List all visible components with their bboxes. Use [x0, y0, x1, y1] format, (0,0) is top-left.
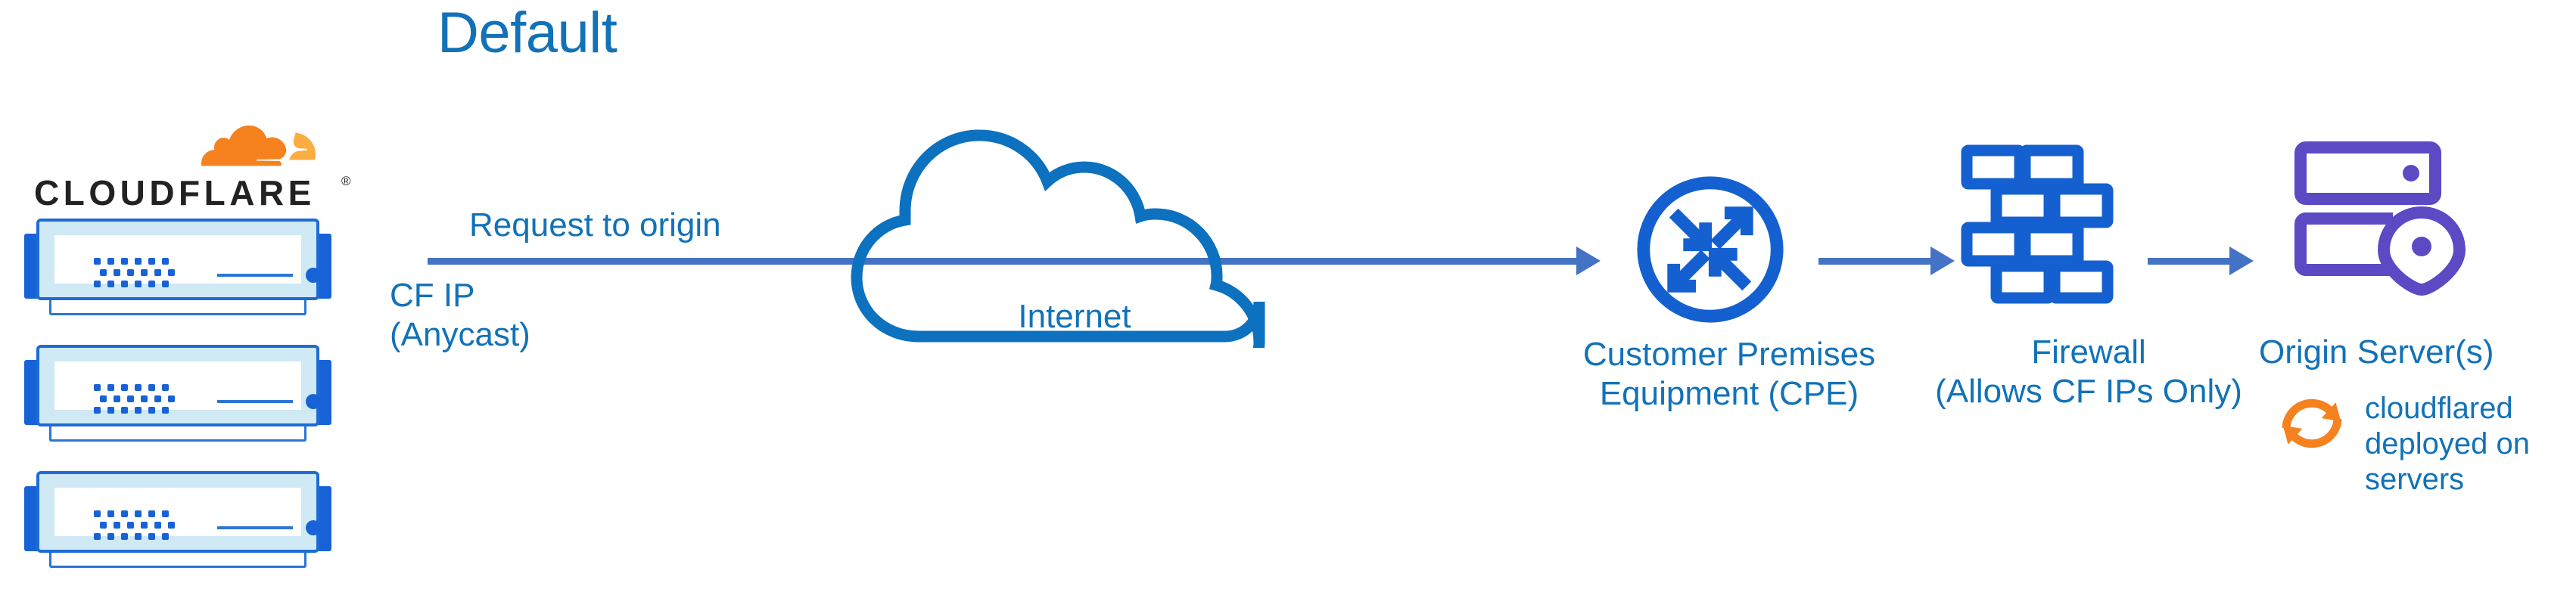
server-port-dot	[114, 269, 120, 276]
server-body	[36, 471, 321, 553]
cpe-label: Customer Premises Equipment (CPE)	[1582, 336, 1876, 412]
server-base-icon	[49, 551, 306, 568]
server-port-dot	[94, 384, 101, 391]
server-port-dot	[107, 407, 114, 414]
server-port-dot	[94, 258, 101, 265]
cloud-icon	[851, 129, 1265, 348]
server-port-dot	[94, 510, 101, 517]
server-port-dot	[114, 522, 120, 529]
server-port-dot	[154, 522, 161, 529]
server-port-dot	[148, 407, 155, 414]
server-port-dot	[168, 522, 175, 529]
server-port-dot	[148, 533, 155, 540]
server-port-dot	[135, 510, 142, 517]
server-status-line-icon	[217, 400, 293, 403]
server-face	[54, 361, 321, 414]
server-port-dot	[107, 533, 114, 540]
server-port-dot	[100, 269, 107, 276]
internet-label: Internet	[1018, 298, 1131, 335]
server-led-icon	[306, 394, 321, 409]
server-port-dot	[94, 533, 101, 540]
firewall-label: Firewall (Allows CF IPs Only)	[1935, 333, 2242, 410]
server-base-icon	[49, 299, 306, 315]
sync-refresh-icon	[2282, 398, 2342, 448]
server-port-dot	[121, 281, 128, 287]
origin-server-pin-icon	[2294, 141, 2466, 296]
connector-cpe-to-firewall-arrowhead	[1930, 247, 1955, 275]
server-face	[54, 488, 321, 540]
server-led-icon	[306, 520, 321, 535]
server-port-dots-icon	[94, 258, 192, 294]
server-face	[54, 235, 321, 287]
server-port-dots-icon	[94, 510, 192, 547]
server-port-dot	[94, 281, 101, 287]
server-port-dot	[135, 533, 142, 540]
server-port-dot	[107, 384, 114, 391]
server-port-dot	[114, 395, 120, 402]
cloudflare-logo: CLOUDFLARE ®	[34, 104, 352, 219]
server-port-dot	[121, 510, 128, 517]
server-port-dot	[121, 407, 128, 414]
server-port-dot	[162, 533, 169, 540]
server-port-dot	[148, 384, 155, 391]
server-port-dot	[121, 258, 128, 265]
server-port-dot	[127, 522, 134, 529]
server-port-dot	[100, 395, 107, 402]
server-stack-icon	[15, 467, 341, 572]
server-port-dot	[148, 510, 155, 517]
origin-server-label: Origin Server(s)	[2259, 333, 2494, 371]
server-status-line-icon	[217, 274, 293, 277]
server-base-icon	[49, 425, 306, 442]
server-status-line-icon	[217, 526, 293, 529]
server-port-dot	[154, 395, 161, 402]
server-led-icon	[306, 268, 321, 283]
server-port-dot	[127, 269, 134, 276]
connector-edge-to-cpe-arrowhead	[1576, 247, 1601, 275]
server-port-dot	[148, 281, 155, 287]
server-port-dot	[135, 384, 142, 391]
server-port-dot	[94, 407, 101, 414]
router-icon	[1637, 176, 1784, 323]
server-port-dot	[141, 269, 148, 276]
server-port-dot	[162, 384, 169, 391]
cloudflare-cloud-mark-icon	[201, 125, 316, 166]
page-title: Default	[437, 1, 618, 65]
server-port-dot	[141, 522, 148, 529]
registered-trademark-mark: ®	[341, 174, 351, 188]
server-port-dot	[162, 258, 169, 265]
cf-ip-anycast-label: CF IP (Anycast)	[390, 277, 530, 353]
brick-wall-icon	[1961, 144, 2114, 304]
connector-firewall-to-origin-arrowhead	[2229, 247, 2254, 275]
server-port-dot	[107, 258, 114, 265]
server-body	[36, 345, 321, 426]
server-port-dot	[135, 281, 142, 287]
cloudflared-deployed-label: cloudflared deployed on servers	[2365, 392, 2530, 497]
server-port-dot	[107, 281, 114, 287]
server-port-dot	[127, 395, 134, 402]
server-port-dot	[162, 407, 169, 414]
server-port-dot	[162, 510, 169, 517]
request-to-origin-label: Request to origin	[469, 206, 721, 243]
server-body	[36, 219, 321, 300]
server-stack-icon	[15, 340, 341, 446]
server-port-dot	[168, 395, 175, 402]
server-stack-icon	[15, 214, 341, 320]
server-port-dot	[100, 522, 107, 529]
cloudflare-wordmark: CLOUDFLARE	[34, 173, 316, 212]
server-port-dot	[162, 281, 169, 287]
server-port-dots-icon	[94, 384, 192, 420]
connector-edge-to-cpe-line	[428, 258, 1578, 265]
server-port-dot	[107, 510, 114, 517]
server-port-dot	[148, 258, 155, 265]
server-port-dot	[121, 533, 128, 540]
server-port-dot	[168, 269, 175, 276]
server-port-dot	[135, 407, 142, 414]
connector-cpe-to-firewall-line	[1818, 258, 1932, 265]
server-port-dot	[121, 384, 128, 391]
server-port-dot	[141, 395, 148, 402]
server-port-dot	[154, 269, 161, 276]
connector-firewall-to-origin-line	[2148, 258, 2231, 265]
server-port-dot	[135, 258, 142, 265]
